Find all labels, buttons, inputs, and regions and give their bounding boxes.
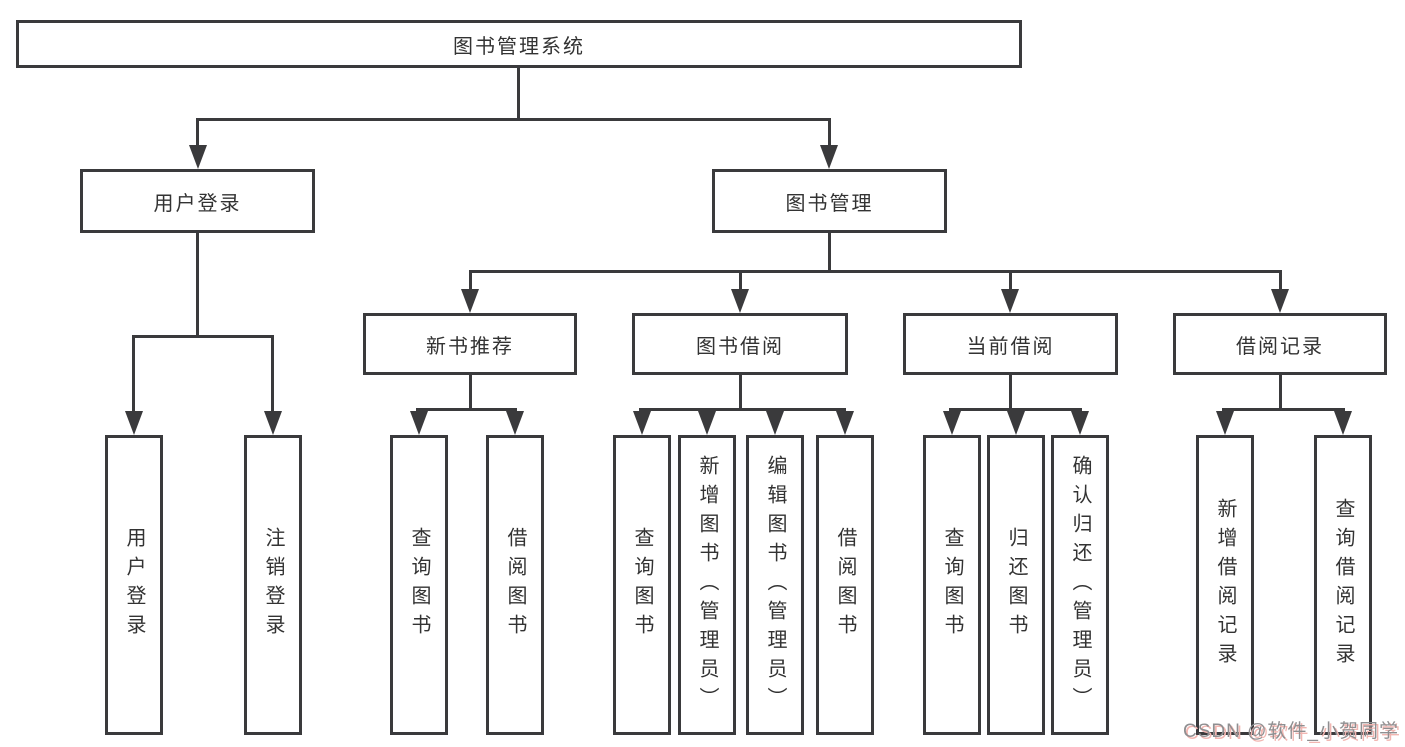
connector-recommend-branch xyxy=(416,408,517,411)
leaf-query-book-borrow: 查询图书 xyxy=(613,435,671,735)
node-new-book-recommend-label: 新书推荐 xyxy=(426,335,514,358)
connector-borrow-stem xyxy=(739,375,742,408)
node-user-login-label: 用户登录 xyxy=(153,192,242,215)
node-borrow-records-label: 借阅记录 xyxy=(1236,335,1324,358)
leaf-user-login: 用户登录 xyxy=(105,435,163,735)
connector-root-stem xyxy=(517,68,520,118)
arrow-down-icon xyxy=(731,289,749,313)
node-book-borrow-label: 图书借阅 xyxy=(696,335,784,358)
root-node-label: 图书管理系统 xyxy=(453,35,585,58)
node-borrow-records: 借阅记录 xyxy=(1173,313,1387,375)
connector-user-login-right-drop xyxy=(271,335,274,415)
connector-records-stem xyxy=(1279,375,1282,408)
connector-user-login-left-drop xyxy=(132,335,135,415)
arrow-down-icon xyxy=(264,411,282,435)
arrow-down-icon xyxy=(1271,289,1289,313)
connector-current-stem xyxy=(1009,375,1012,408)
arrow-down-icon xyxy=(1007,411,1025,435)
leaf-add-book-admin: 新增图书（管理员） xyxy=(678,435,736,735)
node-book-management: 图书管理 xyxy=(712,169,947,233)
connector-book-mgmt-drop-3 xyxy=(1009,270,1012,293)
node-current-borrow: 当前借阅 xyxy=(903,313,1118,375)
node-new-book-recommend: 新书推荐 xyxy=(363,313,577,375)
node-book-management-label: 图书管理 xyxy=(785,192,874,215)
connector-root-left-drop xyxy=(196,118,199,150)
leaf-add-borrow-record: 新增借阅记录 xyxy=(1196,435,1254,735)
connector-book-mgmt-drop-1 xyxy=(469,270,472,293)
node-user-login: 用户登录 xyxy=(80,169,315,233)
arrow-down-icon xyxy=(506,411,524,435)
connector-current-branch xyxy=(949,408,1082,411)
connector-root-branch xyxy=(196,118,831,121)
root-node: 图书管理系统 xyxy=(16,20,1022,68)
leaf-confirm-return-admin: 确认归还（管理员） xyxy=(1051,435,1109,735)
arrow-down-icon xyxy=(633,411,651,435)
leaf-label: 查询借阅记录 xyxy=(1332,498,1354,672)
watermark: CSDN @软件_小贺同学 xyxy=(1183,721,1399,742)
arrow-down-icon xyxy=(820,145,838,169)
arrow-down-icon xyxy=(1001,289,1019,313)
arrow-down-icon xyxy=(125,411,143,435)
arrow-down-icon xyxy=(836,411,854,435)
leaf-label: 查询图书 xyxy=(631,527,653,643)
connector-root-right-drop xyxy=(828,118,831,150)
arrow-down-icon xyxy=(189,145,207,169)
leaf-label: 查询图书 xyxy=(941,527,963,643)
arrow-down-icon xyxy=(410,411,428,435)
leaf-label: 新增图书（管理员） xyxy=(696,454,718,716)
leaf-label: 确认归还（管理员） xyxy=(1069,454,1091,716)
connector-user-login-stem xyxy=(196,233,199,335)
leaf-label: 借阅图书 xyxy=(834,527,856,643)
arrow-down-icon xyxy=(943,411,961,435)
arrow-down-icon xyxy=(1216,411,1234,435)
leaf-label: 新增借阅记录 xyxy=(1214,498,1236,672)
connector-book-mgmt-drop-4 xyxy=(1279,270,1282,293)
node-current-borrow-label: 当前借阅 xyxy=(966,335,1055,358)
node-book-borrow: 图书借阅 xyxy=(632,313,848,375)
arrow-down-icon xyxy=(766,411,784,435)
leaf-label: 编辑图书（管理员） xyxy=(764,454,786,716)
leaf-label: 注销登录 xyxy=(262,527,284,643)
arrow-down-icon xyxy=(1334,411,1352,435)
arrow-down-icon xyxy=(1071,411,1089,435)
leaf-borrow-book-recommend: 借阅图书 xyxy=(486,435,544,735)
leaf-label: 用户登录 xyxy=(123,527,145,643)
connector-recommend-stem xyxy=(469,375,472,408)
arrow-down-icon xyxy=(461,289,479,313)
leaf-borrow-book: 借阅图书 xyxy=(816,435,874,735)
leaf-query-book-current: 查询图书 xyxy=(923,435,981,735)
connector-book-mgmt-branch xyxy=(469,270,1282,273)
leaf-label: 查询图书 xyxy=(408,527,430,643)
leaf-query-borrow-record: 查询借阅记录 xyxy=(1314,435,1372,735)
connector-book-mgmt-stem xyxy=(828,233,831,270)
leaf-edit-book-admin: 编辑图书（管理员） xyxy=(746,435,804,735)
connector-borrow-branch xyxy=(639,408,846,411)
connector-book-mgmt-drop-2 xyxy=(739,270,742,293)
arrow-down-icon xyxy=(698,411,716,435)
leaf-query-book-recommend: 查询图书 xyxy=(390,435,448,735)
leaf-label: 归还图书 xyxy=(1005,527,1027,643)
connector-user-login-branch xyxy=(132,335,274,338)
leaf-logout: 注销登录 xyxy=(244,435,302,735)
connector-records-branch xyxy=(1222,408,1345,411)
leaf-label: 借阅图书 xyxy=(504,527,526,643)
leaf-return-book: 归还图书 xyxy=(987,435,1045,735)
